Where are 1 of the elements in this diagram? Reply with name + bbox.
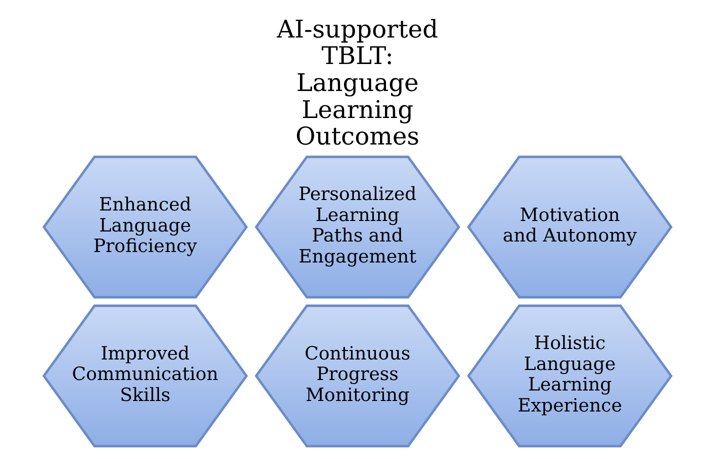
diagram-title: AI-supported TBLT: Language Learning Outcomes	[276, 14, 438, 151]
